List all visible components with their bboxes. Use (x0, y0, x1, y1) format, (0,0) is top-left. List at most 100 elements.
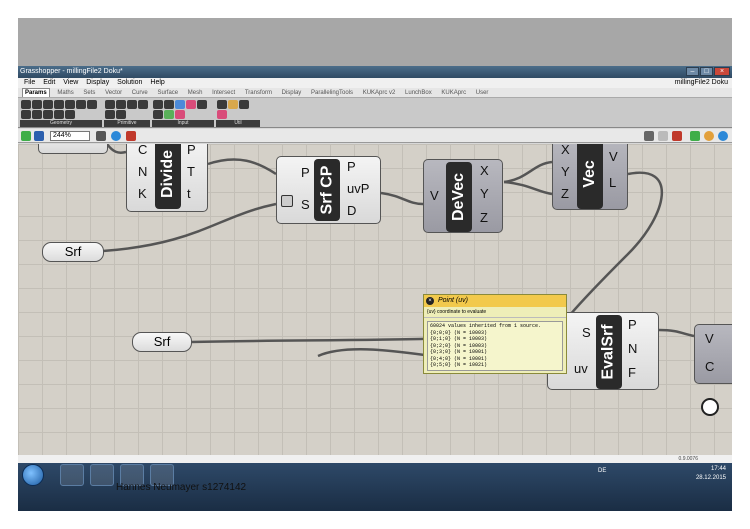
open-file-icon[interactable] (21, 131, 31, 141)
tab-kukaprc[interactable]: KUKAprc (441, 90, 467, 96)
tab-vector[interactable]: Vector (105, 90, 123, 96)
vec-component[interactable]: X Y Z Vec V L (552, 144, 628, 210)
preview-wire-icon[interactable] (644, 131, 654, 141)
component-core: DeVec (446, 162, 472, 232)
plane-param-icon[interactable] (87, 100, 97, 109)
language-indicator[interactable]: DE (598, 468, 607, 474)
clock[interactable]: 17:44 28.12.2015 (696, 465, 726, 483)
panel-icon[interactable] (175, 100, 185, 109)
output-label-z: Z (480, 210, 488, 225)
reparameterize-icon[interactable] (281, 195, 293, 207)
tab-parallelingtools[interactable]: ParallelingTools (310, 90, 354, 96)
fire-icon[interactable] (217, 110, 227, 119)
input-label-p: P (301, 165, 310, 180)
grasshopper-canvas[interactable]: C N K Divide P T t P S Srf CP P uvP D V (18, 144, 732, 455)
firefox-taskbar-icon[interactable] (90, 464, 114, 486)
tab-curve[interactable]: Curve (131, 90, 148, 96)
menu-display[interactable]: Display (86, 79, 110, 86)
button-icon[interactable] (164, 100, 174, 109)
explorer-taskbar-icon[interactable] (60, 464, 84, 486)
tab-intersect[interactable]: Intersect (212, 90, 236, 96)
zoom-extents-icon[interactable] (96, 131, 106, 141)
swatch-icon[interactable] (186, 100, 196, 109)
cluster-icon[interactable] (228, 100, 238, 109)
circle-param-icon[interactable] (43, 100, 53, 109)
tab-surface[interactable]: Surface (157, 90, 179, 96)
tab-display[interactable]: Display (281, 90, 302, 96)
component-name: Vec (581, 160, 598, 188)
arc-param-icon[interactable] (54, 100, 64, 109)
box-param-icon[interactable] (54, 110, 64, 119)
preview-off-icon[interactable] (658, 131, 668, 141)
grasshopper-taskbar-icon[interactable] (150, 464, 174, 486)
title-bar[interactable]: Grasshopper - millingFile2 Doku* – □ × (18, 66, 732, 78)
eye-icon[interactable] (111, 131, 121, 141)
slider-icon[interactable] (197, 100, 207, 109)
tab-maths[interactable]: Maths (57, 90, 74, 96)
tab-user[interactable]: User (475, 90, 489, 96)
tab-kukaprc-v2[interactable]: KUKAprc v2 (362, 90, 396, 96)
display-sphere-icon[interactable] (718, 131, 728, 141)
divide-component[interactable]: C N K Divide P T t (126, 144, 208, 212)
preview-material-icon[interactable] (704, 131, 714, 141)
tab-transform[interactable]: Transform (244, 90, 272, 96)
partial-right-component[interactable]: V C (694, 324, 732, 384)
rhino-taskbar-icon[interactable] (120, 464, 144, 486)
component-core: Srf CP (314, 159, 340, 221)
close-button[interactable]: × (714, 67, 730, 76)
minimize-button[interactable]: – (686, 67, 699, 76)
menu-help[interactable]: Help (150, 79, 165, 86)
mesh-param-icon[interactable] (43, 110, 53, 119)
tab-params[interactable]: Params (22, 88, 50, 97)
navigation-compass-icon[interactable] (701, 398, 719, 416)
srf-param-top[interactable]: Srf (42, 242, 104, 262)
srf-param-bottom[interactable]: Srf (132, 332, 192, 352)
menu-file[interactable]: File (24, 79, 36, 86)
save-file-icon[interactable] (34, 131, 44, 141)
tab-sets[interactable]: Sets (83, 90, 96, 96)
point-param-icon[interactable] (21, 100, 31, 109)
surface-param-icon[interactable] (21, 110, 31, 119)
input-label-uv: uv (574, 361, 588, 376)
ribbon-group-label[interactable]: Primitive (104, 120, 150, 127)
gradient-icon[interactable] (164, 110, 174, 119)
tab-lunchbox[interactable]: LunchBox (405, 90, 432, 96)
boolean-param-icon[interactable] (105, 100, 115, 109)
close-icon[interactable]: × (426, 297, 434, 305)
ribbon-group-label[interactable]: Util (216, 120, 260, 127)
sketch-pen-icon[interactable] (126, 131, 136, 141)
tab-mesh[interactable]: Mesh (187, 90, 203, 96)
domain-param-icon[interactable] (116, 110, 126, 119)
group-param-icon[interactable] (65, 110, 75, 119)
version-label: 0.9.0076 (678, 456, 698, 462)
tooltip-line: {0;5;0} (N = 10021) (430, 362, 488, 368)
knob-icon[interactable] (153, 110, 163, 119)
menu-solution[interactable]: Solution (117, 79, 143, 86)
line-param-icon[interactable] (76, 100, 86, 109)
output-label-f: F (628, 365, 636, 380)
colour-param-icon[interactable] (105, 110, 115, 119)
relay-icon[interactable] (239, 100, 249, 109)
devec-component[interactable]: V DeVec X Y Z (423, 159, 503, 233)
start-button[interactable] (22, 464, 44, 486)
value-list-icon[interactable] (175, 110, 185, 119)
number-param-icon[interactable] (127, 100, 137, 109)
maximize-button[interactable]: □ (700, 67, 713, 76)
preview-shaded-icon[interactable] (672, 131, 682, 141)
menu-edit[interactable]: Edit (43, 79, 56, 86)
srf-cp-component[interactable]: P S Srf CP P uvP D (276, 156, 381, 224)
brep-param-icon[interactable] (32, 110, 42, 119)
curve-param-icon[interactable] (65, 100, 75, 109)
partial-component[interactable] (38, 144, 108, 154)
preview-selected-icon[interactable] (690, 131, 700, 141)
vector-param-icon[interactable] (32, 100, 42, 109)
ribbon-group-label[interactable]: Geometry (20, 120, 102, 127)
zoom-level-input[interactable]: 244% (50, 131, 90, 141)
component-name: Divide (159, 149, 177, 199)
text-param-icon[interactable] (138, 100, 148, 109)
integer-param-icon[interactable] (116, 100, 126, 109)
toggle-icon[interactable] (153, 100, 163, 109)
arrow-right-icon[interactable] (217, 100, 227, 109)
menu-view[interactable]: View (63, 79, 79, 86)
ribbon-group-label[interactable]: Input (152, 120, 214, 127)
